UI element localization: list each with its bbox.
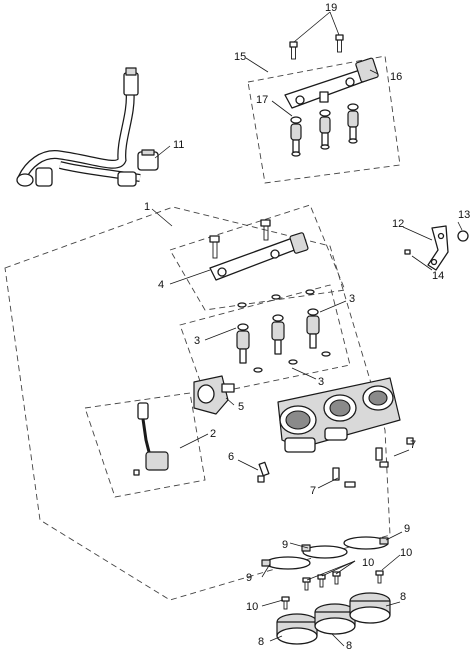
callout-7-right: 7 (410, 439, 416, 451)
mounting-bracket (404, 225, 469, 271)
main-injectors (236, 289, 331, 373)
callout-8-left: 8 (258, 636, 264, 648)
hose-clips (261, 536, 389, 570)
sensor-5 (193, 375, 235, 415)
throttle-body (277, 377, 401, 453)
callout-3-bottom: 3 (318, 376, 324, 388)
callout-1: 1 (144, 201, 150, 213)
bolt-19a (289, 41, 298, 60)
callout-3-right: 3 (349, 293, 355, 305)
callout-11: 11 (173, 139, 184, 151)
callout-9-right: 9 (404, 523, 410, 535)
callout-14: 14 (432, 270, 444, 282)
group-outline-upper-rail (247, 55, 401, 184)
main-fuel-rail (209, 219, 309, 281)
group-outline-fuel-rail (169, 204, 346, 311)
group-outline-main (4, 206, 391, 601)
screws-7 (332, 437, 414, 488)
upper-fuel-rail (284, 57, 379, 109)
callout-19: 19 (325, 2, 337, 14)
callout-9-middle: 9 (282, 539, 288, 551)
callout-13: 13 (458, 209, 470, 221)
group-outline-sensor-harness (84, 392, 206, 498)
callout-17: 17 (256, 94, 268, 106)
bolt-19b (335, 34, 344, 53)
callout-12: 12 (392, 218, 404, 230)
callout-10-left: 10 (246, 601, 258, 613)
callout-16: 16 (390, 71, 402, 83)
callout-2: 2 (210, 428, 216, 440)
upper-injectors (290, 103, 359, 157)
callout-8-bottom: 8 (346, 640, 352, 651)
callout-8-right: 8 (400, 591, 406, 603)
intake-adapters (276, 592, 391, 645)
callout-4: 4 (158, 279, 164, 291)
callout-10-middle: 10 (362, 557, 374, 569)
callout-9-left: 9 (246, 572, 252, 584)
leader-lines (151, 11, 463, 647)
callout-3-left: 3 (194, 335, 200, 347)
callout-7-left: 7 (310, 485, 316, 497)
callout-5: 5 (238, 401, 244, 413)
callout-10-right: 10 (400, 547, 412, 559)
sensor-harness (133, 402, 169, 476)
screw-6 (257, 461, 270, 483)
callout-15: 15 (234, 51, 246, 63)
fuel-hose (16, 67, 159, 187)
callout-6: 6 (228, 451, 234, 463)
